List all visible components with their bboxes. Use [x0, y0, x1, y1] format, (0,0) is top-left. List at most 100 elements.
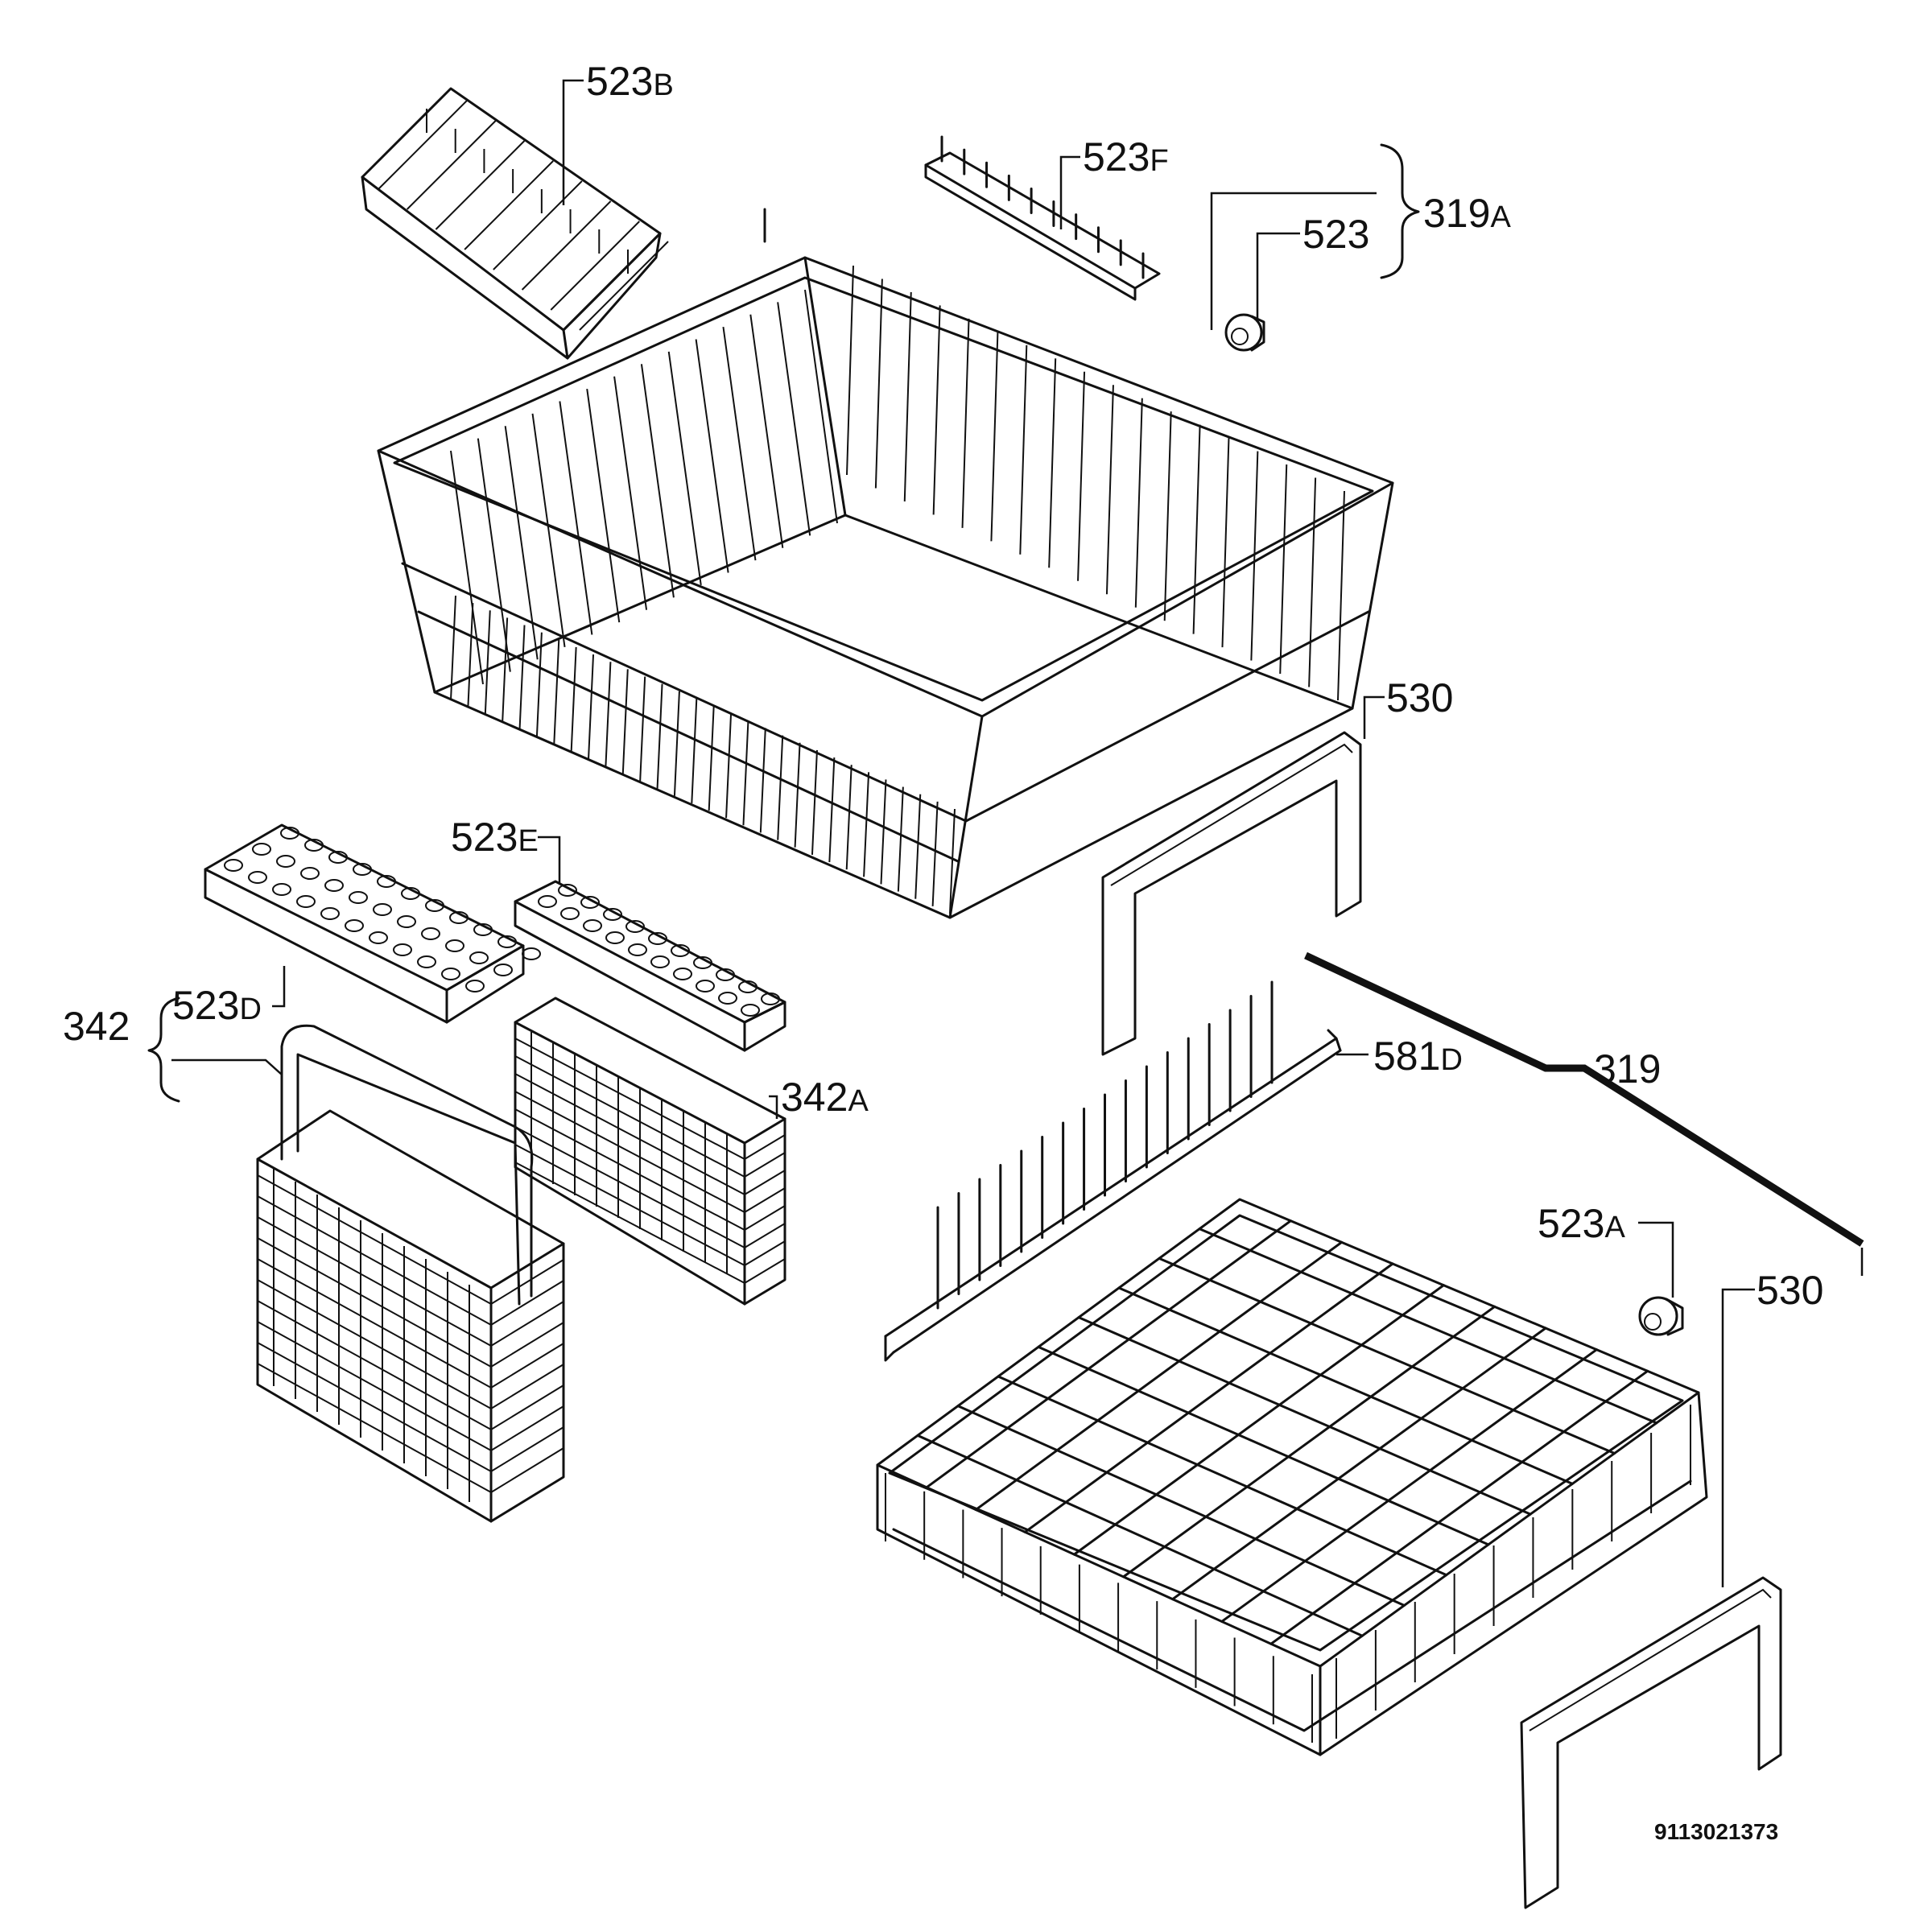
part-530-upper-bracket — [1101, 731, 1362, 1056]
grid-hole — [349, 891, 368, 904]
basket-rib — [490, 1447, 564, 1493]
basket-rib — [490, 1364, 564, 1409]
floor-wire — [974, 1240, 1344, 1512]
basket-rib — [490, 1426, 564, 1472]
grid-hole — [224, 859, 243, 872]
grid-hole — [696, 980, 715, 992]
label-523: 523 — [1302, 212, 1369, 257]
leader-lines — [147, 79, 1864, 1587]
basket-side-wire — [722, 327, 757, 561]
basket-rib — [490, 1322, 564, 1368]
basket-tine — [914, 794, 922, 899]
grid-hole — [580, 896, 600, 909]
label-523e: 523E — [451, 815, 539, 860]
basket-tine — [621, 669, 629, 774]
basket-rack-wire — [1308, 477, 1317, 687]
grid-hole — [465, 980, 485, 992]
part-523d-cutlery-grid — [204, 823, 541, 1024]
basket-tine — [863, 772, 870, 877]
basket-side-wire — [667, 351, 702, 586]
grid-hole — [603, 908, 622, 921]
basket-side-wire — [640, 364, 675, 598]
grid-hole — [693, 956, 712, 969]
rack-wire — [493, 180, 583, 270]
part-523f-comb — [924, 135, 1161, 301]
document-id: 9113021373 — [1654, 1819, 1778, 1844]
leader-523e — [538, 836, 561, 884]
basket-rack-wire — [1337, 490, 1345, 701]
basket-rib — [257, 1174, 492, 1305]
floor-wire — [997, 1375, 1448, 1577]
basket-tine — [759, 728, 766, 833]
grid-hole — [648, 932, 667, 945]
grid-hole — [761, 992, 780, 1005]
basket-rib — [514, 1055, 745, 1178]
basket-rib — [257, 1195, 492, 1326]
grid-hole — [373, 903, 392, 916]
basket-rib — [514, 1073, 745, 1195]
basket-rib — [490, 1405, 564, 1451]
grid-hole — [296, 895, 316, 908]
part-581d-tine-row — [884, 980, 1342, 1362]
basket-tine — [484, 610, 491, 716]
basket-rack-wire — [1077, 371, 1086, 581]
part-523a-roller — [1638, 1296, 1684, 1336]
rack-wire — [464, 160, 554, 250]
grid-hole — [421, 927, 440, 940]
basket-rack-wire — [1221, 438, 1230, 648]
basket-tine — [673, 691, 680, 796]
rack-wire — [435, 140, 526, 230]
basket-rib — [744, 1170, 786, 1195]
basket-tine — [742, 720, 749, 826]
basket-rib — [514, 1038, 745, 1160]
leader-523d — [272, 966, 286, 1008]
basket-rib — [490, 1301, 564, 1347]
grid-hole — [304, 839, 324, 852]
grid-hole — [353, 863, 372, 876]
basket-tine — [639, 676, 646, 782]
grid-hole — [671, 944, 690, 957]
basket-rack-wire — [1105, 385, 1114, 595]
floor-wire — [1158, 1257, 1616, 1455]
basket-tine — [588, 654, 595, 760]
grid-hole — [328, 851, 348, 864]
basket-side-wire — [450, 450, 484, 685]
grid-hole — [252, 843, 271, 856]
grid-hole — [397, 915, 416, 928]
basket-side-wire — [749, 314, 784, 548]
basket-rib — [744, 1187, 786, 1213]
label-523f: 523F — [1083, 134, 1169, 180]
basket-rib — [514, 1144, 745, 1266]
basket-tine — [897, 786, 904, 892]
basket-tine — [845, 765, 852, 870]
rack-wire — [550, 221, 640, 311]
basket-tine — [518, 625, 526, 730]
basket-side-wire — [804, 289, 838, 524]
basket-rib — [257, 1237, 492, 1368]
basket-rack-wire — [846, 265, 854, 476]
leader-342-basket — [171, 1058, 283, 1075]
basket-rack-wire — [903, 291, 912, 501]
rack-wire — [579, 241, 669, 331]
basket-tine — [931, 801, 939, 906]
grid-hole — [393, 943, 412, 956]
basket-rib — [257, 1279, 492, 1409]
grid-hole — [445, 939, 464, 952]
basket-tine — [794, 742, 801, 848]
basket-rib — [744, 1223, 786, 1248]
basket-tine — [880, 779, 887, 885]
part-530-lower-bracket — [1520, 1576, 1782, 1909]
basket-tine — [553, 639, 560, 745]
basket-side-wire — [504, 426, 539, 660]
leader-530-lower — [1721, 1288, 1755, 1587]
basket-tine — [725, 713, 733, 819]
grid-hole — [300, 867, 320, 880]
basket-side-wire — [477, 438, 511, 672]
floor-wire — [1198, 1228, 1658, 1425]
grid-hole — [280, 827, 299, 840]
grid-hole — [650, 955, 670, 968]
basket-tine — [811, 749, 818, 855]
basket-rib — [257, 1321, 492, 1451]
basket-tine — [450, 595, 456, 701]
